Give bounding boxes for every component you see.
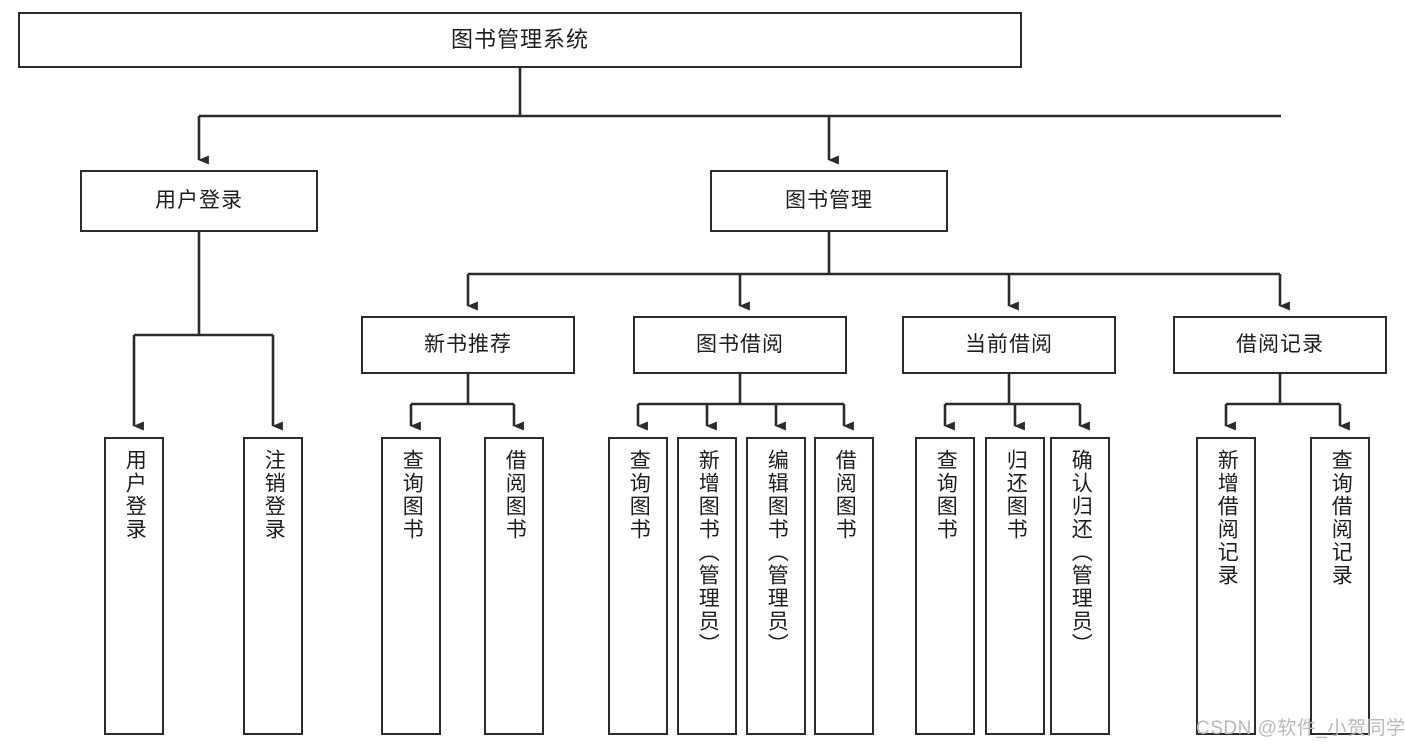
node-label: 借阅记录 [1236,332,1324,356]
node-label: 注销登录 [262,449,286,541]
node-user-login[interactable]: 用户登录 [80,170,318,232]
node-label: 归还图书 [1004,449,1028,541]
leaf-add-borrow-record[interactable]: 新增借阅记录 [1196,437,1256,735]
leaf-query-book-current[interactable]: 查询图书 [915,437,975,735]
node-label: 查询借阅记录 [1329,449,1353,587]
node-label: 用户登录 [123,449,147,541]
node-root-system[interactable]: 图书管理系统 [18,12,1022,68]
node-label: 编辑图书（管理员） [765,449,789,656]
leaf-query-book-recommend[interactable]: 查询图书 [381,437,441,735]
leaf-user-login[interactable]: 用户登录 [104,437,164,735]
leaf-edit-book[interactable]: 编辑图书（管理员） [746,437,806,735]
node-label: 图书管理系统 [450,27,589,53]
node-label: 查询图书 [934,449,958,541]
leaf-add-book[interactable]: 新增图书（管理员） [677,437,737,735]
node-current-borrow[interactable]: 当前借阅 [902,316,1116,374]
node-label: 新增借阅记录 [1215,449,1239,587]
leaf-query-borrow-record[interactable]: 查询借阅记录 [1310,437,1370,735]
node-label: 借阅图书 [503,449,527,541]
node-label: 图书借阅 [696,332,784,356]
leaf-logout-login[interactable]: 注销登录 [243,437,303,735]
node-label: 新增图书（管理员） [696,449,720,656]
node-borrow-record[interactable]: 借阅记录 [1173,316,1387,374]
node-label: 查询图书 [400,449,424,541]
node-label: 用户登录 [155,188,243,212]
node-book-management[interactable]: 图书管理 [710,170,948,232]
leaf-query-book-borrow[interactable]: 查询图书 [608,437,668,735]
node-label: 当前借阅 [965,332,1053,356]
node-label: 新书推荐 [424,332,512,356]
node-label: 图书管理 [785,188,873,212]
node-book-borrow[interactable]: 图书借阅 [633,316,847,374]
leaf-borrow-book[interactable]: 借阅图书 [814,437,874,735]
node-label: 查询图书 [627,449,651,541]
watermark-text: CSDN @软件_小贺同学 [1196,718,1405,739]
leaf-borrow-book-recommend[interactable]: 借阅图书 [484,437,544,735]
node-label: 借阅图书 [833,449,857,541]
leaf-return-book[interactable]: 归还图书 [985,437,1045,735]
node-new-book-recommend[interactable]: 新书推荐 [361,316,575,374]
leaf-confirm-return[interactable]: 确认归还（管理员） [1050,437,1110,735]
node-label: 确认归还（管理员） [1069,449,1093,656]
